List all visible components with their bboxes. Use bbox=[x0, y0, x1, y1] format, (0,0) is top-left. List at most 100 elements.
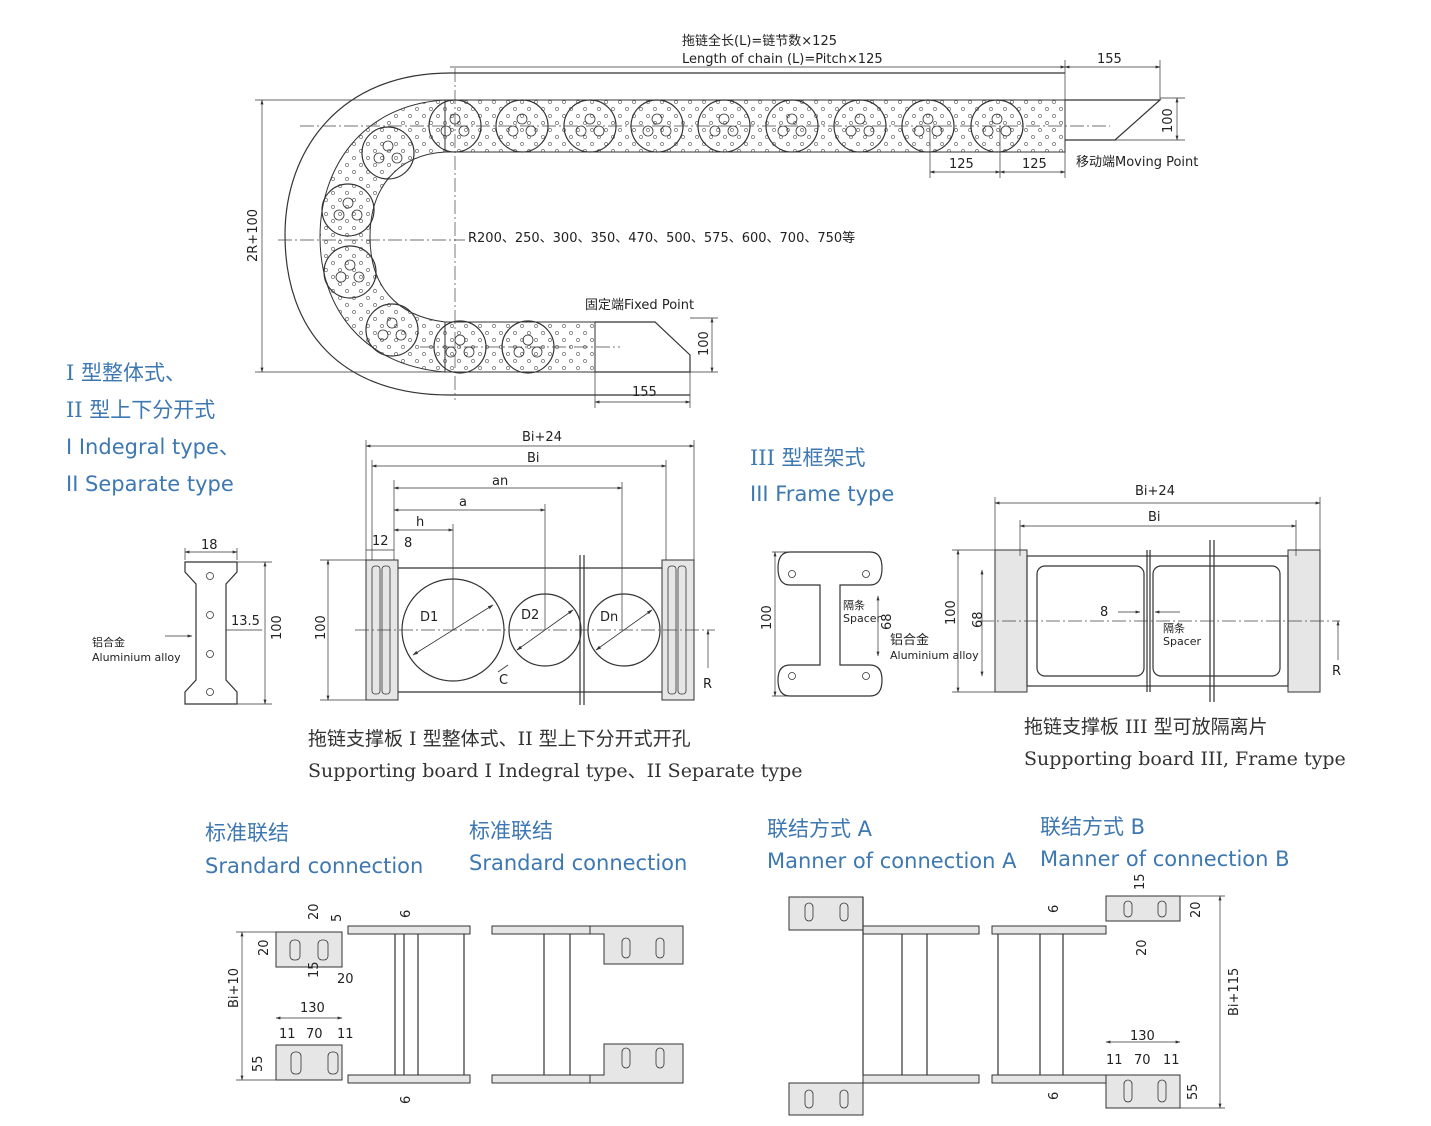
dim-20-a: 20 bbox=[257, 939, 272, 956]
chain-link-hole bbox=[386, 317, 398, 329]
dim-55-b: 55 bbox=[1186, 1083, 1201, 1100]
type12-title-cn-1: I 型整体式、 bbox=[66, 361, 186, 385]
chain-link-hole bbox=[777, 125, 789, 137]
dim-bi-12: Bi bbox=[527, 451, 540, 466]
alloy-label-cn-2: 铝合金 bbox=[890, 632, 929, 648]
alloy-label-en-2: Aluminium alloy bbox=[890, 649, 979, 662]
spacer-label-cn-1: 隔条 bbox=[843, 598, 865, 612]
chain-link-circle bbox=[365, 303, 419, 357]
board3-caption-cn: 拖链支撑板 III 型可放隔离片 bbox=[1024, 716, 1268, 738]
conn-std1-cn: 标准联结 bbox=[205, 821, 289, 845]
chain-link-circle bbox=[323, 245, 377, 299]
chain-link-hole bbox=[584, 113, 596, 125]
dim-11-d: 11 bbox=[1163, 1053, 1180, 1068]
chain-link-hole bbox=[922, 113, 934, 125]
dim-155-top: 155 bbox=[1097, 52, 1122, 67]
spacer-label-en-1: Spacer bbox=[843, 612, 882, 625]
type12-title-en-1: I Indegral type、 bbox=[66, 435, 240, 459]
conn-a-en: Manner of connection A bbox=[767, 849, 1017, 873]
chain-link-hole bbox=[373, 152, 385, 164]
conn-std2-en: Srandard connection bbox=[469, 851, 687, 875]
label-r-iii: R bbox=[1332, 664, 1341, 679]
dim-8-iii: 8 bbox=[1100, 605, 1108, 620]
chain-link-circle bbox=[361, 126, 415, 180]
dim-15-b: 15 bbox=[1133, 873, 1148, 890]
chain-link-hole bbox=[351, 209, 363, 221]
chain-link-hole bbox=[507, 125, 519, 137]
board3-caption-en: Supporting board III, Frame type bbox=[1024, 748, 1346, 770]
dim-bi24-12: Bi+24 bbox=[522, 430, 562, 445]
chain-link-hole bbox=[854, 113, 866, 125]
dim-bi10: Bi+10 bbox=[227, 968, 242, 1008]
dim-bi24-iii: Bi+24 bbox=[1135, 484, 1175, 499]
dim-70-b: 70 bbox=[1134, 1053, 1151, 1068]
chain-link-hole bbox=[395, 329, 407, 341]
chain-link-hole bbox=[931, 125, 943, 137]
dim-a: a bbox=[459, 495, 467, 510]
board-type-iii: Bi+24 Bi 100 68 8 隔条 Spacer R bbox=[944, 484, 1341, 702]
dim-100-board12: 100 bbox=[314, 615, 329, 640]
label-c: C bbox=[499, 673, 508, 688]
alloy-label-en: Aluminium alloy bbox=[92, 651, 181, 664]
dim-125-b: 125 bbox=[1022, 157, 1047, 172]
chain-link-hole bbox=[516, 113, 528, 125]
chain-link-hole bbox=[353, 271, 365, 283]
dim-bi-iii: Bi bbox=[1148, 510, 1161, 525]
board12-caption-en: Supporting board I Indegral type、II Sepa… bbox=[308, 760, 803, 782]
dim-20-d: 20 bbox=[1189, 901, 1204, 918]
dim-125-a: 125 bbox=[949, 157, 974, 172]
dim-68-iii: 68 bbox=[971, 611, 986, 628]
type3-title-cn: III 型框架式 bbox=[750, 446, 866, 470]
chain-layout-drawing: 拖链全长(L)=链节数×125 Length of chain (L)=Pitc… bbox=[246, 33, 1198, 408]
dim-11-b: 11 bbox=[337, 1027, 354, 1042]
conn-std2-cn: 标准联结 bbox=[469, 819, 553, 843]
chain-link-hole bbox=[718, 113, 730, 125]
type12-title-cn-2: II 型上下分开式 bbox=[66, 398, 215, 422]
chain-link-hole bbox=[333, 209, 345, 221]
chain-link-hole bbox=[344, 259, 356, 271]
dim-20-e: 20 bbox=[1135, 939, 1150, 956]
dim-18: 18 bbox=[201, 538, 218, 553]
spacer-label-en-2: Spacer bbox=[1163, 635, 1202, 648]
circle-d1: D1 bbox=[420, 610, 438, 625]
dim-100-frame: 100 bbox=[760, 605, 775, 630]
chain-link-hole bbox=[786, 113, 798, 125]
dim-20-b: 20 bbox=[307, 903, 322, 920]
connection-drawings: Bi+10 20 20 5 6 15 20 130 11 70 11 55 6 bbox=[227, 873, 1242, 1116]
chain-link-hole bbox=[342, 197, 354, 209]
dim-130-a: 130 bbox=[300, 1001, 325, 1016]
dim-6-a: 6 bbox=[399, 910, 414, 918]
dim-155-bottom: 155 bbox=[632, 385, 657, 400]
dim-bi115: Bi+115 bbox=[1227, 968, 1242, 1016]
dim-130-b: 130 bbox=[1130, 1029, 1155, 1044]
dim-55-a: 55 bbox=[251, 1055, 266, 1072]
dim-70-a: 70 bbox=[306, 1027, 323, 1042]
conn-b-cn: 联结方式 B bbox=[1040, 815, 1145, 839]
dim-an: an bbox=[492, 474, 508, 489]
board12-caption-cn: 拖链支撑板 I 型整体式、II 型上下分开式开孔 bbox=[308, 728, 691, 750]
radius-list: R200、250、300、350、470、500、575、600、700、750… bbox=[468, 230, 855, 246]
circle-d2: D2 bbox=[521, 608, 539, 623]
dim-12: 12 bbox=[372, 534, 389, 549]
dim-100-side: 100 bbox=[270, 615, 285, 640]
moving-point-label: 移动端Moving Point bbox=[1076, 155, 1198, 170]
fixed-point-label: 固定端Fixed Point bbox=[585, 298, 694, 313]
dim-11-c: 11 bbox=[1106, 1053, 1123, 1068]
conn-std1-en: Srandard connection bbox=[205, 854, 423, 878]
type3-title-en: III Frame type bbox=[750, 482, 894, 506]
dim-6-b: 6 bbox=[399, 1096, 414, 1104]
chain-link-hole bbox=[382, 140, 394, 152]
dim-100-fixed: 100 bbox=[697, 331, 712, 356]
dim-13-5: 13.5 bbox=[231, 614, 260, 629]
type12-title-en-2: II Separate type bbox=[66, 472, 234, 496]
conn-b-en: Manner of connection B bbox=[1040, 847, 1290, 871]
chain-link-hole bbox=[651, 113, 663, 125]
dim-11-a: 11 bbox=[279, 1027, 296, 1042]
chain-link-hole bbox=[522, 334, 534, 346]
conn-a-cn: 联结方式 A bbox=[767, 817, 873, 841]
dim-6-d: 6 bbox=[1047, 1092, 1062, 1100]
chain-link-hole bbox=[335, 271, 347, 283]
chain-length-en: Length of chain (L)=Pitch×125 bbox=[682, 52, 883, 67]
board-type-12: D1 D2 Dn C R 100 Bi+24 Bi an a h 12 bbox=[314, 430, 715, 705]
